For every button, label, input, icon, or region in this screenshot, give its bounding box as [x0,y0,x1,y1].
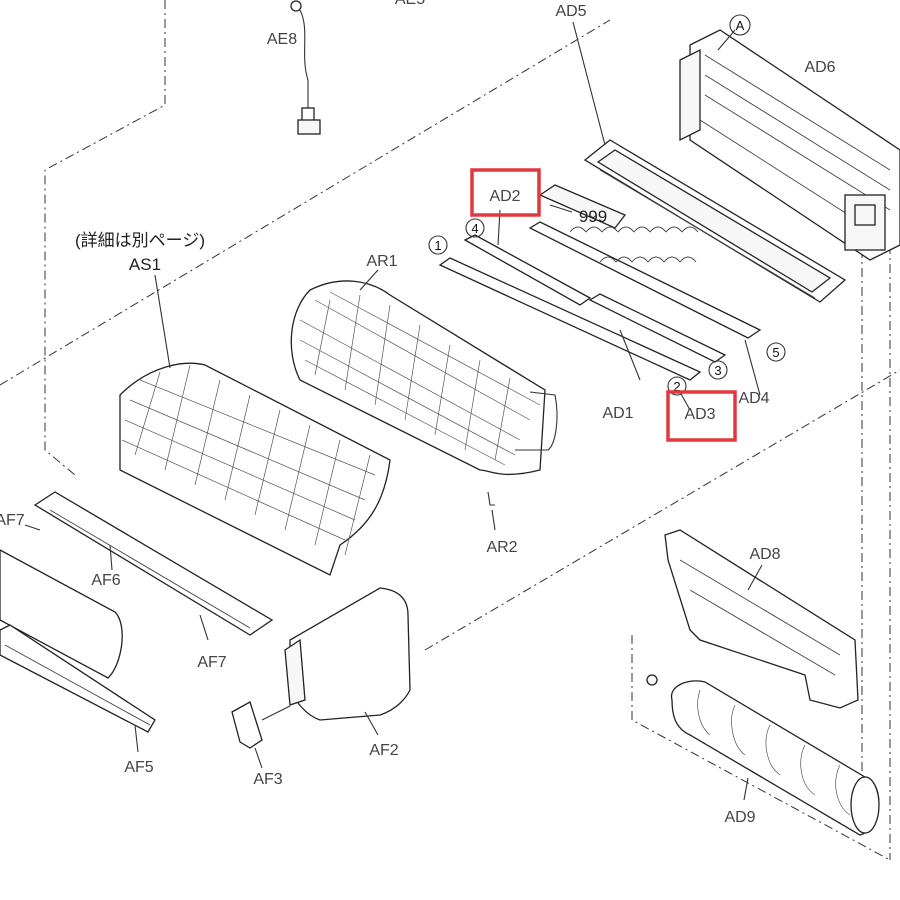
label-ad2: AD2 [489,188,520,205]
label-note: (詳細は別ページ) [75,231,205,250]
bottom-diagonal-boundary [424,369,900,651]
label-999: 999 [579,207,607,226]
louver-3 [588,293,727,363]
circle-label-1: 1 [434,238,441,253]
circle-label-a: A [736,18,745,33]
circle-marker-5 [766,342,786,362]
part-as1-grille [119,274,391,576]
left-boundary [44,0,166,476]
label-ae8: AE8 [267,31,297,48]
part-af3-bracket [231,701,291,769]
circle-marker-3 [708,360,728,380]
part-af5-strip [0,624,156,753]
label-ar1: AR1 [366,253,397,270]
boundary-lines [0,0,900,861]
louver-1 [438,257,702,381]
part-ad6-frame [679,29,900,261]
circle-marker-2 [667,376,687,396]
circle-label-4: 4 [471,221,478,236]
part-ar1-heat-exchanger [290,269,558,531]
highlight-boxes [470,168,737,442]
circled-markers: A 1 2 3 4 5 [428,14,786,396]
part-af7-left [24,524,41,531]
label-af7-left: AF7 [0,512,25,529]
label-ad1: AD1 [602,405,633,422]
part-ad5-frame [572,21,847,303]
label-ad6: AD6 [804,59,835,76]
label-af6: AF6 [91,572,120,589]
label-af2: AF2 [369,742,398,759]
part-af6-strip [33,491,274,641]
label-af5: AF5 [124,759,153,776]
part-ae8-cable [290,0,321,135]
circle-label-3: 3 [714,363,721,378]
part-louver-assembly [438,184,762,411]
label-ad4: AD4 [738,390,769,407]
louver-5 [528,221,762,339]
part-ad8-bracket [664,529,859,709]
circle-marker-a [729,14,751,36]
label-af3: AF3 [253,771,282,788]
label-ad3: AD3 [684,406,715,423]
highlight-ad3 [666,390,737,442]
circle-label-2: 2 [673,379,680,394]
circle-label-5: 5 [772,345,779,360]
label-ad9: AD9 [724,809,755,826]
part-af2-cover [284,587,411,736]
top-diagonal-boundary [0,19,611,386]
highlight-ad2 [470,168,541,217]
circle-marker-4 [465,218,485,238]
label-as1: AS1 [129,255,161,274]
label-af7-right: AF7 [197,654,226,671]
part-ad9-fan [646,674,880,836]
part-labels: AE8 AE5 AD5 AD6 AD2 999 (詳細は別ページ) AS1 AR… [0,0,836,826]
circle-marker-1 [428,235,448,255]
label-ar2: AR2 [486,539,517,556]
part-front-panel [0,549,123,679]
label-ad8: AD8 [749,546,780,563]
fan-boundary [631,635,891,861]
label-ad5: AD5 [555,3,586,20]
label-ae5: AE5 [395,0,425,8]
